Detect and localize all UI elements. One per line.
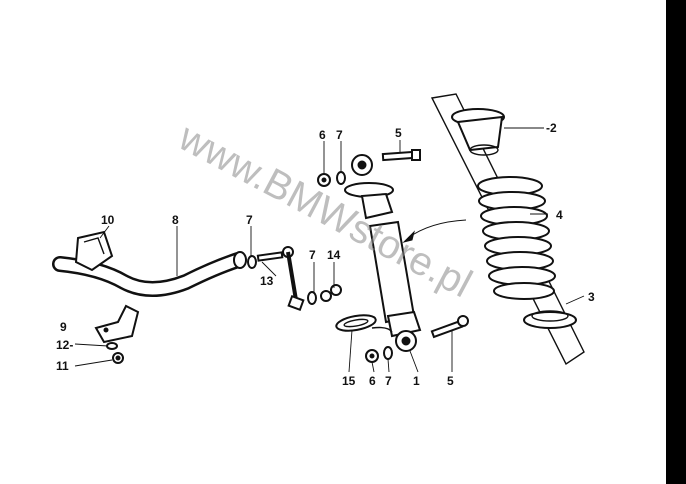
callout-7-lower: 7 <box>385 374 392 388</box>
callout-3: 3 <box>588 290 595 304</box>
callout-5-upper: 5 <box>395 126 402 140</box>
part-4-coil-spring <box>477 176 556 300</box>
part-7-link-lower-washer <box>307 291 317 305</box>
right-edge-bar <box>666 0 686 484</box>
callout-9: 9 <box>60 320 67 334</box>
callout-1: 1 <box>413 374 420 388</box>
part-7-link-washer <box>247 255 257 269</box>
part-15-bracket <box>335 314 393 333</box>
callout-15: 15 <box>342 374 356 388</box>
part-6-lower-nut <box>365 349 379 363</box>
callout-2: -2 <box>546 121 557 135</box>
part-7-upper-washer <box>336 171 346 185</box>
leader-lines <box>74 140 548 373</box>
callout-7-upper: 7 <box>336 128 343 142</box>
callout-12: 12- <box>56 338 73 352</box>
part-13-drop-link <box>256 246 305 312</box>
callout-7-link-lower: 7 <box>309 248 316 262</box>
callout-4: 4 <box>556 208 563 222</box>
diagram-drawing: 6 7 5 -2 4 3 10 8 7 13 7 14 9 12- 11 15 … <box>52 93 595 388</box>
part-5-upper-bolt <box>381 149 421 162</box>
watermark-text: www.BMWstore.pl <box>171 115 479 307</box>
callout-13: 13 <box>260 274 274 288</box>
part-9-bracket <box>94 304 140 344</box>
callout-10: 10 <box>101 213 115 227</box>
part-10-bushing <box>74 230 114 272</box>
callout-6-lower: 6 <box>369 374 376 388</box>
callout-8: 8 <box>172 213 179 227</box>
part-12-washer <box>106 342 118 350</box>
part-1-shock-absorber <box>344 154 422 352</box>
callout-7-link: 7 <box>246 213 253 227</box>
callout-5-lower: 5 <box>447 374 454 388</box>
part-7-lower-washer <box>383 346 393 360</box>
callout-11: 11 <box>56 359 69 373</box>
part-3-spring-seat <box>523 295 585 329</box>
callout-6-upper: 6 <box>319 128 326 142</box>
part-11-nut <box>112 352 124 364</box>
part-6-upper-nut <box>317 173 331 187</box>
part-2-top-cup <box>451 108 544 156</box>
part-5-lower-bolt <box>430 315 469 339</box>
part-14-nut <box>320 284 342 302</box>
part-8-stabilizer-bar <box>52 251 247 297</box>
assembly-arrow <box>402 219 467 243</box>
callout-labels: 6 7 5 -2 4 3 10 8 7 13 7 14 9 12- 11 15 … <box>56 121 595 388</box>
callout-14: 14 <box>327 248 341 262</box>
